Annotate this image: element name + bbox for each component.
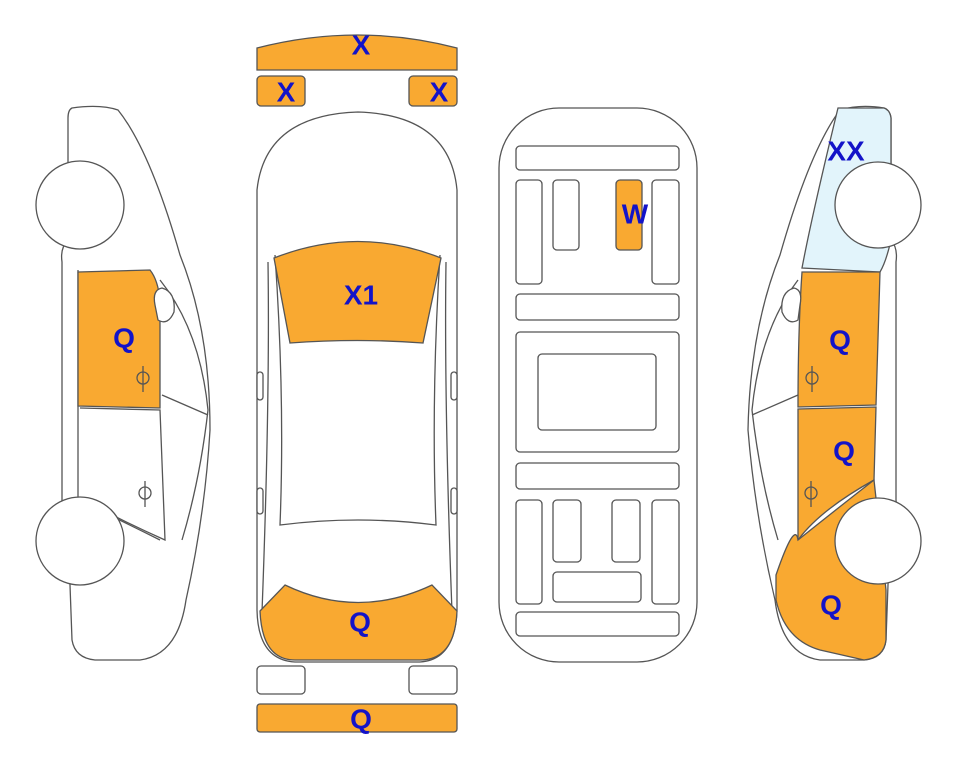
interior-view: W xyxy=(498,107,698,663)
rear-bench xyxy=(552,571,642,603)
rear-bumper-label: Q xyxy=(350,704,372,735)
right-front-door-label: Q xyxy=(829,325,851,356)
rear-right-column xyxy=(651,499,680,605)
rear-left-taillight xyxy=(256,665,306,695)
dash-panel xyxy=(515,145,680,171)
middle-bar-2 xyxy=(515,462,680,490)
left-rear-wheel xyxy=(35,496,125,586)
right-front-wheel xyxy=(834,161,922,249)
top-left-pillar xyxy=(261,261,270,613)
left-mirror-top xyxy=(256,371,264,401)
left-side-mirror xyxy=(153,287,175,323)
rear-right-taillight xyxy=(408,665,458,695)
rear-left-seat xyxy=(552,499,582,563)
middle-bar-1 xyxy=(515,293,680,321)
right-rear-wheel xyxy=(834,497,922,585)
left-front-door-handle xyxy=(136,366,150,392)
interior-seat-label: W xyxy=(622,199,649,230)
console-center xyxy=(537,353,657,431)
right-front-door-panel[interactable] xyxy=(797,271,881,408)
rear-shelf xyxy=(515,611,680,637)
front-bumper-label: X xyxy=(352,30,371,61)
left-handle-top xyxy=(256,487,264,515)
right-front-door-handle xyxy=(805,366,819,392)
trunk-panel[interactable] xyxy=(259,584,458,661)
left-front-column xyxy=(515,179,543,285)
top-cabin-outline xyxy=(274,254,441,526)
front-left-headlight-panel[interactable] xyxy=(256,75,306,107)
left-mirror-line xyxy=(161,394,209,416)
right-front-fender-label: XX xyxy=(827,136,865,167)
left-rear-door-handle xyxy=(138,481,152,507)
top-view: X X X X1 Q Q xyxy=(256,30,458,735)
hood-panel[interactable] xyxy=(273,240,442,344)
left-front-seat xyxy=(552,179,580,251)
right-front-column xyxy=(651,179,680,285)
right-rear-door-handle xyxy=(804,481,818,507)
left-front-wheel xyxy=(35,160,125,250)
trunk-label: Q xyxy=(349,607,371,638)
right-mirror-line xyxy=(751,394,799,416)
headlight-right-label: X xyxy=(430,77,449,108)
right-side-view: XX Q Q Q xyxy=(747,105,922,661)
front-bumper-panel[interactable] xyxy=(256,34,458,71)
top-right-pillar xyxy=(444,261,453,613)
right-side-mirror xyxy=(781,287,802,323)
rear-right-seat xyxy=(611,499,641,563)
left-front-door-label: Q xyxy=(113,323,135,354)
hood-label: X1 xyxy=(344,280,378,311)
right-handle-top xyxy=(450,487,458,515)
right-window-line xyxy=(751,279,799,541)
right-rear-door-label: Q xyxy=(833,436,855,467)
right-rear-quarter-label: Q xyxy=(820,590,842,621)
left-window-line xyxy=(159,279,209,541)
front-right-headlight-panel[interactable] xyxy=(408,75,458,107)
right-front-seat-panel[interactable] xyxy=(615,179,643,251)
right-mirror-top xyxy=(450,371,458,401)
left-side-view: Q xyxy=(35,105,211,661)
headlight-left-label: X xyxy=(277,77,296,108)
rear-left-column xyxy=(515,499,543,605)
rear-bumper-panel[interactable] xyxy=(256,703,458,733)
top-body-outline xyxy=(256,111,458,663)
